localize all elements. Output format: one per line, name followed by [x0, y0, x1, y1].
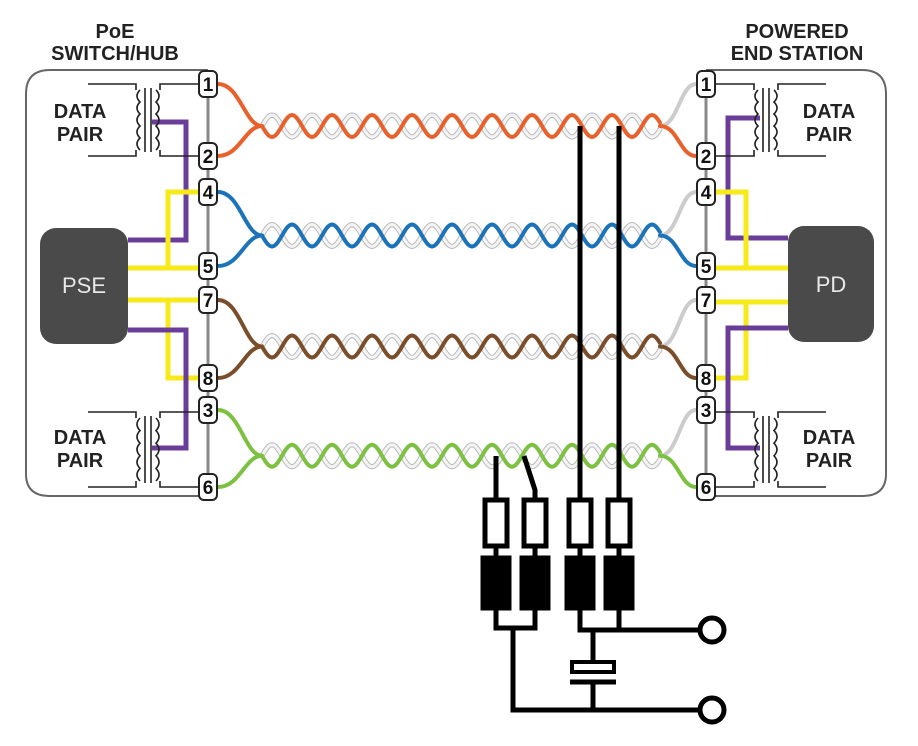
pin-badge: 7	[696, 286, 716, 314]
svg-text:PSE: PSE	[62, 273, 106, 298]
pin-badge: 8	[696, 364, 716, 392]
pin-badge: 5	[198, 252, 218, 280]
probe-circuit	[480, 126, 727, 725]
left-title-line2: SWITCH/HUB	[51, 43, 179, 65]
pin-badge: 2	[198, 142, 218, 170]
pse-controller: PSE	[40, 228, 128, 344]
pin-badges: 1 2 4 5 7 8 3 6 1 2 4 5 7 8 3 6	[198, 70, 716, 501]
pin-badge: 2	[696, 142, 716, 170]
right-data-pair-bottom-line1: DATA	[803, 427, 856, 449]
transformer-icon	[708, 411, 826, 488]
right-data-pair-top-line1: DATA	[803, 101, 856, 123]
svg-text:3: 3	[203, 401, 214, 422]
transformer-icon	[88, 411, 206, 488]
pin-badge: 6	[696, 473, 716, 501]
pin-badge: 8	[198, 364, 218, 392]
resistor	[566, 497, 594, 549]
twisted-pair-blue	[216, 190, 698, 268]
right-device-enclosure	[706, 69, 887, 497]
transformer-icon	[708, 83, 826, 157]
svg-text:1: 1	[701, 75, 712, 96]
left-title-line1: PoE	[96, 21, 135, 43]
right-data-pair-bottom-line2: PAIR	[806, 450, 853, 472]
svg-text:7: 7	[203, 291, 214, 312]
svg-text:4: 4	[701, 183, 712, 204]
pin-badge: 6	[198, 473, 218, 501]
transformers	[88, 83, 826, 488]
svg-text:8: 8	[701, 369, 712, 390]
pin-badge: 1	[198, 70, 218, 98]
svg-text:3: 3	[701, 401, 712, 422]
pin-badge: 3	[198, 396, 218, 424]
right-title-line1: POWERED	[745, 21, 848, 43]
pin-badge: 4	[198, 178, 218, 206]
twisted-pair-orange	[216, 82, 698, 158]
resistor	[521, 497, 549, 549]
inductor	[480, 555, 512, 611]
pin-badge: 3	[696, 396, 716, 424]
svg-text:2: 2	[701, 147, 712, 168]
svg-text:6: 6	[203, 478, 214, 499]
right-power-wiring	[710, 115, 788, 451]
transformer-icon	[88, 83, 206, 157]
terminal	[697, 615, 727, 645]
pin-badge: 4	[696, 178, 716, 206]
inductor	[564, 555, 596, 611]
twisted-pair-green	[216, 408, 698, 489]
inductor	[519, 555, 551, 611]
probe-wire-4	[521, 455, 538, 500]
twisted-pair-brown	[216, 298, 698, 380]
svg-text:1: 1	[203, 75, 214, 96]
left-data-pair-bottom-line2: PAIR	[57, 450, 104, 472]
right-data-pair-top-line2: PAIR	[806, 124, 853, 146]
pin-badge: 5	[696, 252, 716, 280]
pd-controller: PD	[788, 226, 874, 342]
pin-badge: 1	[696, 70, 716, 98]
left-device-enclosure	[25, 69, 208, 497]
right-title-line2: END STATION	[731, 43, 864, 65]
twisted-pairs	[216, 82, 698, 489]
left-data-pair-top-line1: DATA	[54, 101, 107, 123]
svg-text:6: 6	[701, 478, 712, 499]
svg-text:5: 5	[203, 257, 214, 278]
terminal	[697, 695, 727, 725]
resistor	[482, 497, 510, 549]
pin-badge: 7	[198, 286, 218, 314]
svg-text:2: 2	[203, 147, 214, 168]
svg-text:PD: PD	[816, 272, 847, 297]
svg-text:7: 7	[701, 291, 712, 312]
svg-text:5: 5	[701, 257, 712, 278]
svg-text:4: 4	[203, 183, 214, 204]
left-data-pair-top-line2: PAIR	[57, 124, 104, 146]
left-power-wiring	[128, 119, 205, 451]
left-data-pair-bottom-line1: DATA	[54, 427, 107, 449]
inductor	[603, 555, 635, 611]
resistor	[605, 497, 633, 549]
capacitor	[570, 660, 616, 674]
svg-text:8: 8	[203, 369, 214, 390]
